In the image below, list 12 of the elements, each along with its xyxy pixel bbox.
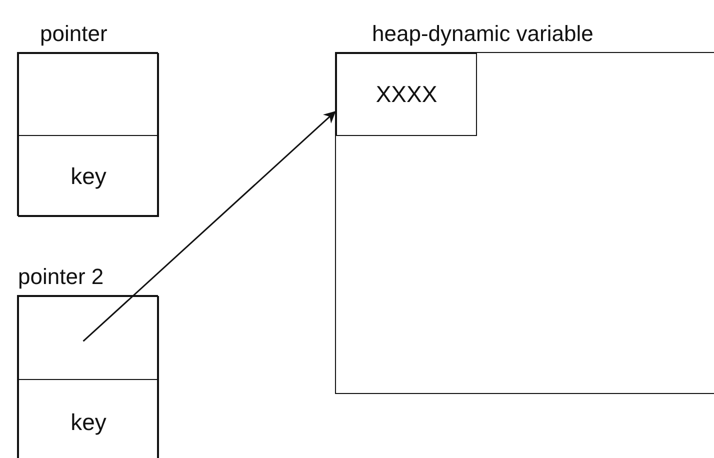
empty-cell (18, 53, 159, 136)
cell-text: key (70, 409, 106, 436)
memory-cell (18, 379, 159, 458)
memory-cell (18, 135, 159, 217)
box-heading: pointer (40, 21, 108, 47)
cell-text: key (70, 162, 106, 190)
cell-text: XXXX (376, 81, 438, 108)
memory-cell (336, 53, 477, 136)
arrow (82, 110, 336, 342)
box-heading: heap-dynamic variable (372, 21, 594, 47)
box-heading: pointer 2 (18, 264, 104, 290)
empty-cell (18, 296, 159, 380)
